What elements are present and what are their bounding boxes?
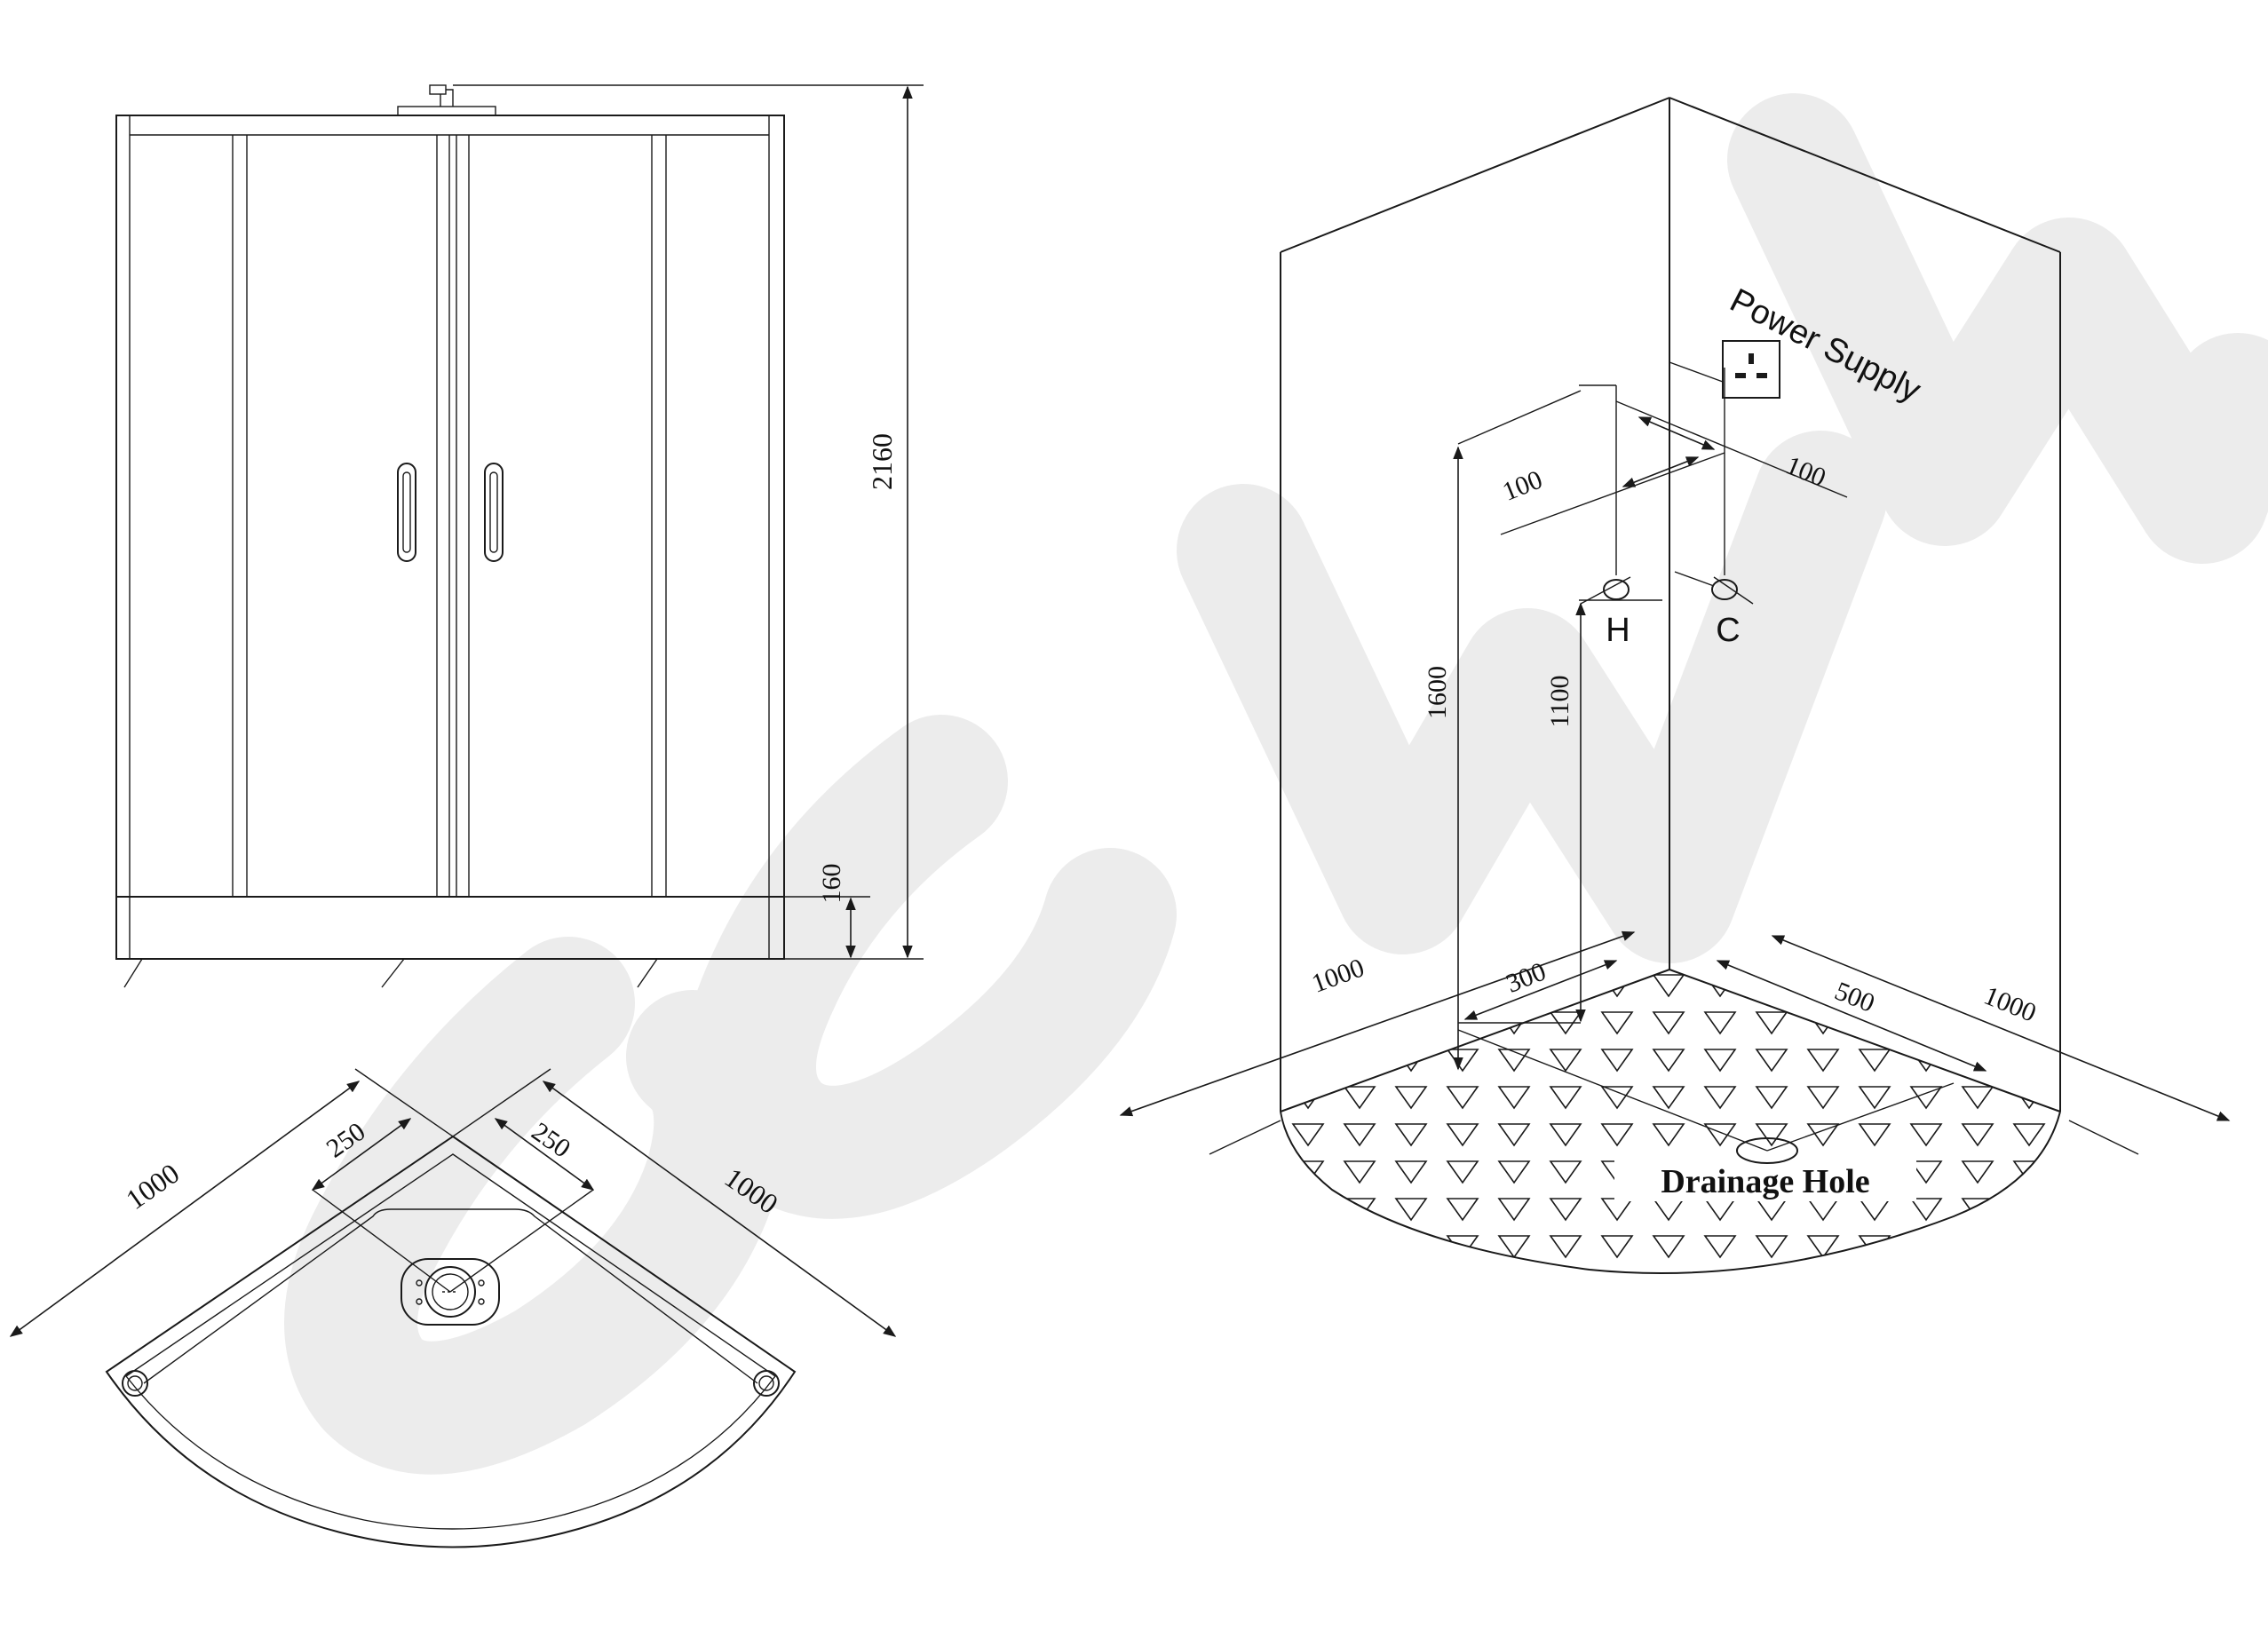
cold-water-label: C [1716, 612, 1740, 649]
drainage-hole-label: Drainage Hole [1661, 1163, 1869, 1200]
offset-left-label: 100 [1498, 464, 1546, 506]
floor-offset-label: 300 [1502, 956, 1550, 998]
base-right-label: 1000 [1980, 981, 2041, 1028]
base-left-label: 1000 [1308, 953, 1368, 999]
floor-depth-label: 500 [1831, 976, 1879, 1017]
hot-water-label: H [1606, 612, 1630, 649]
top-side-left-label: 1000 [120, 1157, 185, 1215]
watermark-logo [284, 93, 2268, 1475]
pipe-height-label: 1100 [1545, 676, 1574, 728]
tray-height-label: 160 [817, 864, 846, 904]
power-height-label: 1600 [1423, 666, 1452, 719]
front-elevation-view: 2160 160 [115, 84, 924, 988]
overall-height-label: 2160 [866, 433, 898, 490]
